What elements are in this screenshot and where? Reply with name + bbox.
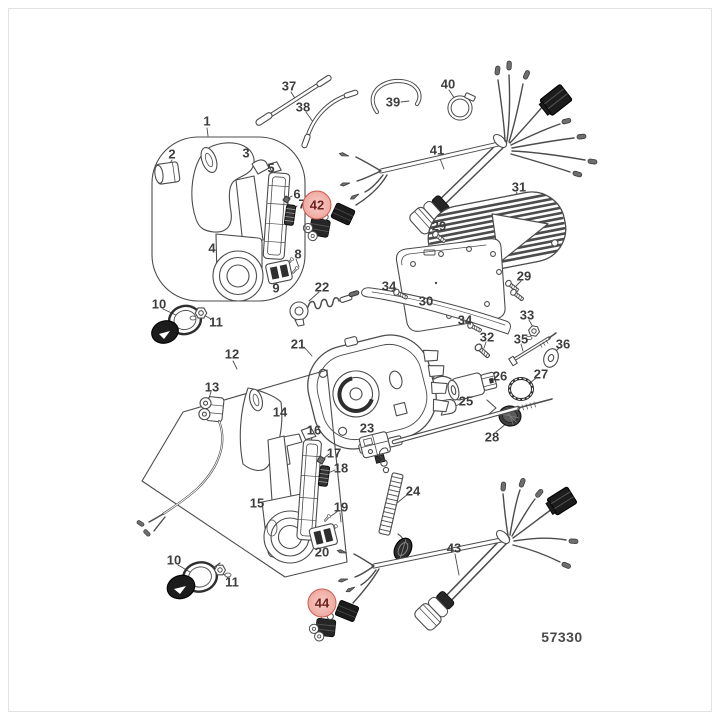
control-assembly-1 [151, 136, 306, 302]
lever-arm [235, 175, 264, 246]
washer-36 [543, 348, 559, 368]
connector-block-icon [538, 84, 573, 116]
bracket-5 [262, 161, 291, 260]
callout-18[interactable]: 18 [333, 460, 349, 476]
pivot-housing-4 [212, 233, 264, 302]
housing-21 [307, 334, 450, 454]
callout-19[interactable]: 19 [333, 499, 349, 515]
callout-36[interactable]: 36 [555, 336, 571, 352]
callout-33[interactable]: 33 [519, 307, 535, 323]
callout-9[interactable]: 9 [272, 280, 280, 296]
callout-10-2[interactable]: 10 [166, 552, 182, 568]
callout-23[interactable]: 23 [359, 420, 375, 436]
callout-38[interactable]: 38 [295, 99, 311, 115]
nut-11-upper [189, 307, 208, 321]
callout-2[interactable]: 2 [168, 146, 176, 162]
trim-switch-13 [135, 396, 225, 538]
callout-11[interactable]: 11 [209, 314, 223, 330]
callout-40[interactable]: 40 [440, 76, 456, 92]
callout-35[interactable]: 35 [513, 331, 529, 347]
cable-38 [301, 89, 359, 149]
spring-7 [283, 204, 297, 226]
clip-17 [316, 455, 326, 465]
callout-4[interactable]: 4 [208, 240, 216, 256]
callout-44[interactable]: 44 [307, 588, 337, 618]
callout-34-2[interactable]: 34 [457, 312, 473, 328]
callout-42[interactable]: 42 [302, 190, 332, 220]
callout-39[interactable]: 39 [385, 94, 401, 110]
trim-cover-10-lower [166, 561, 221, 600]
lanyard-22 [289, 290, 360, 327]
callout-25[interactable]: 25 [458, 393, 474, 409]
callout-27[interactable]: 27 [533, 366, 549, 382]
clip-6 [282, 195, 291, 204]
wiring-harness-43 [334, 477, 579, 633]
nut-11-lower [213, 564, 232, 578]
bracket-16 [296, 426, 322, 541]
callout-16[interactable]: 16 [306, 422, 322, 438]
callout-43[interactable]: 43 [446, 540, 462, 556]
callout-5[interactable]: 5 [267, 160, 275, 176]
callout-37[interactable]: 37 [281, 78, 297, 94]
cable-39 [370, 78, 422, 115]
clamp-40 [447, 92, 476, 121]
callout-17[interactable]: 17 [326, 445, 342, 461]
callout-12[interactable]: 12 [224, 346, 240, 362]
callout-30[interactable]: 30 [418, 293, 434, 309]
callout-20[interactable]: 20 [314, 544, 330, 560]
callout-29-2[interactable]: 29 [516, 268, 532, 284]
handle-3 [191, 142, 255, 233]
callout-14[interactable]: 14 [272, 404, 288, 420]
callout-15[interactable]: 15 [249, 495, 265, 511]
callout-22[interactable]: 22 [314, 279, 330, 295]
lever-arm [251, 159, 270, 175]
gasket-strip [361, 287, 511, 335]
connector-block-icon [545, 486, 578, 516]
callout-7[interactable]: 7 [298, 198, 305, 211]
callout-28[interactable]: 28 [484, 429, 500, 445]
wiring-harness-41 [330, 60, 598, 237]
callout-1[interactable]: 1 [203, 113, 211, 129]
callout-31[interactable]: 31 [511, 179, 527, 195]
callout-21[interactable]: 21 [290, 336, 306, 352]
callout-10[interactable]: 10 [151, 296, 167, 312]
callout-13[interactable]: 13 [204, 379, 220, 395]
callout-6[interactable]: 6 [293, 186, 301, 202]
cable-37 [255, 74, 332, 126]
switch-block-20 [308, 523, 338, 550]
switch-block-9 [265, 259, 293, 285]
callout-11-2[interactable]: 11 [225, 574, 239, 590]
callout-29[interactable]: 29 [431, 218, 447, 234]
trim-switch-23 [358, 431, 391, 464]
spring-18 [317, 465, 331, 487]
spring-24 [378, 447, 413, 561]
callout-3[interactable]: 3 [242, 145, 250, 161]
callout-34[interactable]: 34 [381, 278, 397, 294]
callout-8[interactable]: 8 [294, 246, 302, 262]
callout-24[interactable]: 24 [405, 483, 421, 499]
retainer-ring-27 [508, 377, 534, 401]
callout-32[interactable]: 32 [479, 329, 495, 345]
tilt-rod [391, 398, 553, 445]
callout-26[interactable]: 26 [492, 368, 508, 384]
drawing-number: 57330 [541, 629, 583, 645]
knob-2 [154, 161, 181, 185]
callout-41[interactable]: 41 [429, 142, 445, 158]
control-assembly-12 [135, 369, 348, 578]
nut-33 [525, 324, 541, 340]
bolt-35 [508, 332, 557, 367]
